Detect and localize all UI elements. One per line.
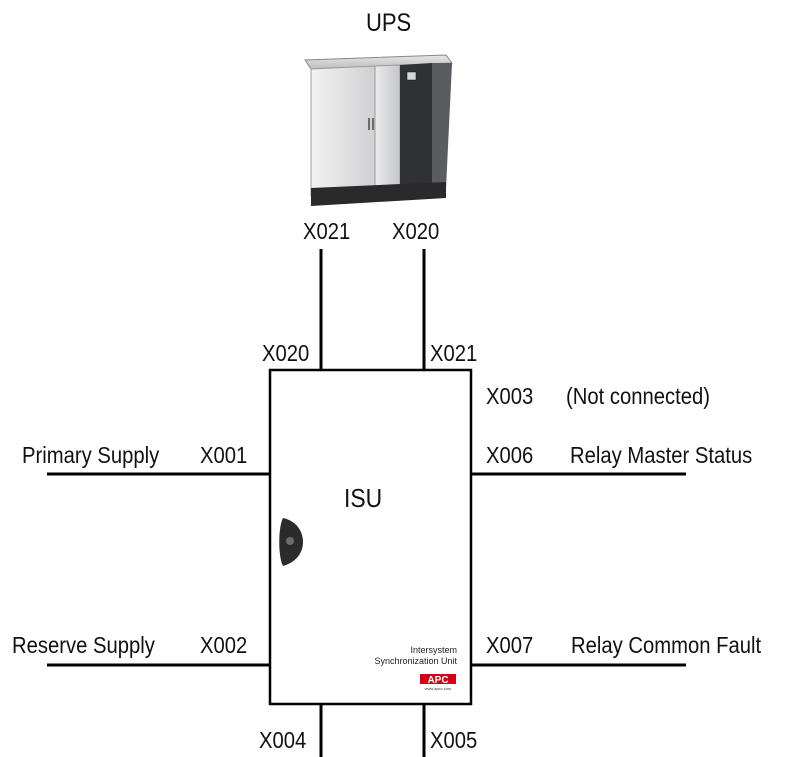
- isu-port-x007: X007: [486, 632, 534, 658]
- isu-title: ISU: [344, 483, 383, 513]
- isu-cabinet: [268, 368, 473, 706]
- relay-master-status-label: Relay Master Status: [570, 442, 753, 468]
- primary-supply-label: Primary Supply: [22, 442, 160, 468]
- wiring-lines: [47, 249, 686, 757]
- isu-port-x001: X001: [200, 442, 248, 468]
- nameplate-line-2: Synchronization Unit: [374, 656, 457, 666]
- isu-port-x021: X021: [430, 340, 478, 366]
- ups-port-x021: X021: [303, 218, 351, 244]
- relay-common-fault-label: Relay Common Fault: [571, 632, 762, 658]
- svg-text:APC: APC: [427, 675, 448, 686]
- isu-port-x020: X020: [262, 340, 310, 366]
- ups-title: UPS: [366, 9, 412, 37]
- x003-status-note: (Not connected): [566, 383, 711, 409]
- isu-port-x005: X005: [430, 727, 478, 753]
- ups-port-x020: X020: [392, 218, 440, 244]
- isu-port-x004: X004: [259, 727, 307, 753]
- isu-port-x002: X002: [200, 632, 248, 658]
- door-handle-icon: [279, 518, 303, 566]
- isu-port-x003: X003: [486, 383, 534, 409]
- nameplate-line-1: Intersystem: [410, 645, 457, 655]
- ups-cabinet-image: [304, 54, 453, 206]
- isu-port-x006: X006: [486, 442, 534, 468]
- reserve-supply-label: Reserve Supply: [12, 632, 155, 658]
- apc-logo: APC www.apcc.com: [420, 674, 456, 691]
- svg-text:www.apcc.com: www.apcc.com: [425, 686, 452, 691]
